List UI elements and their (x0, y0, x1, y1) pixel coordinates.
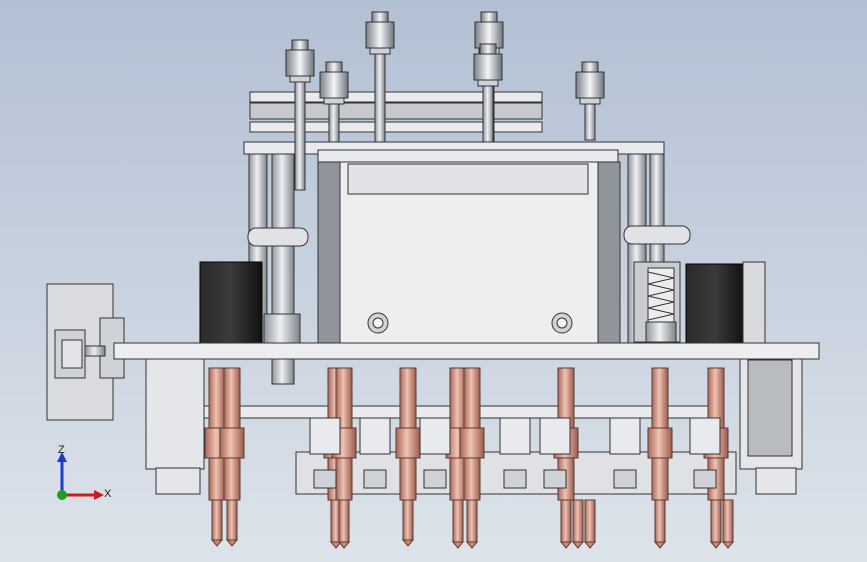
pin-tip (210, 539, 224, 547)
washer (579, 97, 601, 105)
pin-shank (226, 499, 238, 541)
washer (323, 97, 345, 105)
pin-tip (583, 541, 597, 549)
copper-pin-5 (395, 367, 421, 547)
copper-pin-11 (647, 367, 673, 549)
pin-tip (401, 539, 415, 547)
cap (325, 61, 343, 73)
pin-tip (721, 541, 735, 549)
washer (369, 47, 391, 55)
pin-shank (654, 499, 666, 543)
threaded-rod (584, 101, 596, 141)
copper-pin-10 (583, 499, 597, 549)
pin-tip (465, 541, 479, 549)
pin-tip (451, 541, 465, 549)
pin-tip (559, 541, 573, 549)
pin-shank (452, 499, 464, 543)
pin-shank (560, 499, 572, 543)
fitting-3 (365, 11, 395, 143)
x-axis-label: X (104, 488, 112, 500)
bracket-6 (609, 417, 641, 455)
cap (291, 39, 309, 51)
copper-pin-7 (459, 367, 485, 549)
fitting-5 (473, 43, 503, 143)
bracket-2 (359, 417, 391, 455)
lower-brackets (309, 417, 721, 489)
pin-tip (329, 541, 343, 549)
pin-collar (647, 427, 673, 459)
copper-pin-4 (331, 367, 357, 549)
pin-shank (572, 499, 584, 543)
pin-tip (571, 541, 585, 549)
threaded-rod (374, 51, 386, 143)
hex-nut (365, 21, 395, 49)
hex-nut (319, 71, 349, 99)
bracket-7 (689, 417, 721, 455)
hex-nut (285, 49, 315, 77)
pin-tip (225, 539, 239, 547)
bracket-3 (419, 417, 451, 455)
central-housing (317, 161, 621, 345)
cap (480, 11, 498, 23)
bracket-foot-2 (363, 469, 387, 489)
pin-tip (653, 541, 667, 549)
pin-collar (219, 427, 245, 459)
spring-housing (633, 261, 681, 343)
fitting-1 (285, 39, 315, 191)
z-axis-label: Z (58, 444, 65, 456)
bracket-4 (499, 417, 531, 455)
threaded-rod (328, 101, 340, 143)
y-axis-dot (57, 490, 67, 500)
top-fittings (285, 11, 605, 191)
fitting-2 (319, 61, 349, 143)
copper-pin-array (204, 367, 735, 549)
copper-pin-13 (721, 499, 735, 549)
pin-collar (395, 427, 421, 459)
pin-shank (722, 499, 734, 543)
washer (477, 79, 499, 87)
pin-shank (338, 499, 350, 543)
side-mount-block (46, 283, 125, 421)
pin-shank (211, 499, 223, 541)
copper-pin-2 (219, 367, 245, 547)
pin-tip (709, 541, 723, 549)
bracket-foot-1 (313, 469, 337, 489)
pin-shank (584, 499, 596, 543)
cap (371, 11, 389, 23)
threaded-rod (294, 79, 306, 191)
pin-shank (466, 499, 478, 543)
bracket-foot-6 (613, 469, 637, 489)
top-guide-plates (243, 91, 665, 165)
bracket-1 (309, 417, 341, 455)
threaded-rod (482, 83, 494, 143)
bracket-5 (539, 417, 571, 455)
pin-tip (337, 541, 351, 549)
bracket-foot-3 (423, 469, 447, 489)
pin-collar (459, 427, 485, 459)
cap (479, 43, 497, 55)
washer (289, 75, 311, 83)
fitting-6 (575, 61, 605, 141)
cap (581, 61, 599, 73)
hex-nut (575, 71, 605, 99)
bracket-foot-4 (503, 469, 527, 489)
bracket-foot-5 (543, 469, 567, 489)
copper-pin-9 (571, 499, 585, 549)
pin-shank (710, 499, 722, 543)
pin-shank (402, 499, 414, 541)
coordinate-triad (57, 452, 104, 500)
hex-nut (473, 53, 503, 81)
bracket-foot-7 (693, 469, 717, 489)
